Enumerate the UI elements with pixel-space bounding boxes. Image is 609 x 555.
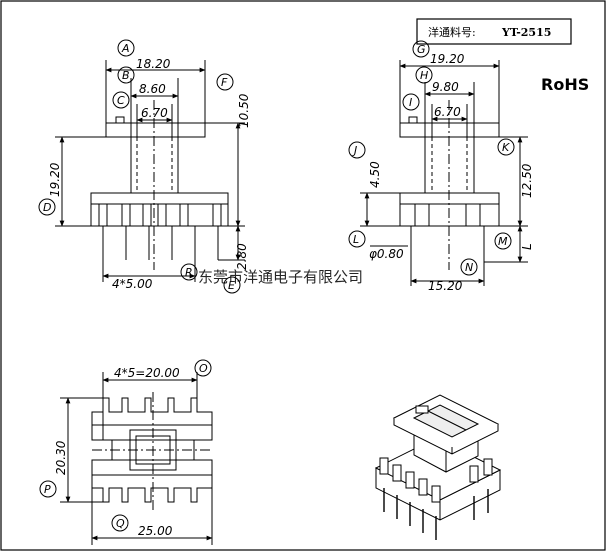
label-H: H [420,69,428,82]
top-view-labels: O P Q 4*5=20.00 20.30 25.00 [44,362,208,538]
dim-B-value: 8.60 [139,82,166,96]
dim-G-value: 19.20 [430,52,465,66]
label-A: A [121,42,130,55]
dim-I-value: 6.70 [434,105,461,119]
dim-O-value: 4*5=20.00 [114,366,180,380]
label-N: N [465,261,473,274]
label-Q: Q [116,517,125,530]
rohs-label: RoHS [541,75,589,94]
label-M: M [498,235,508,248]
label-G: G [417,43,426,56]
label-B: B [122,69,130,82]
top-view [39,359,213,545]
dim-F-value: 10.50 [237,93,251,128]
label-R: R [185,266,193,279]
label-D: D [43,201,51,214]
side-view [348,40,528,286]
label-P: P [44,483,51,496]
label-K: K [502,141,510,154]
label-I: I [409,96,412,109]
part-number: YT-2515 [501,26,551,39]
company-watermark: 东莞市洋通电子有限公司 [198,268,363,286]
label-J: J [352,144,357,157]
dim-E-value: 2.80 [235,243,249,270]
title-box-label: 洋通料号: [428,25,476,39]
dim-Q-value: 25.00 [138,524,173,538]
dim-L-value: φ0.80 [369,247,404,261]
side-view-labels: G H I J K L M N 19.20 9.80 6.70 4.50 12.… [352,43,534,293]
front-view [38,39,245,294]
label-E: E [228,279,235,292]
dim-A-value: 18.20 [136,57,171,71]
dim-D-value: 19.20 [48,162,62,197]
label-L: L [353,233,359,246]
pitch-value: 4*5.00 [112,277,153,291]
dim-J-value: 4.50 [368,161,382,188]
label-F: F [221,76,228,89]
title-box: 洋通料号: YT-2515 [416,18,572,45]
dim-M-value: L [520,243,534,250]
dim-P-value: 20.30 [54,440,68,475]
label-C: C [117,94,125,107]
dim-K-value: 12.50 [520,163,534,198]
label-O: O [199,362,208,375]
dim-N-value: 15.20 [428,279,463,293]
front-view-labels: A B C D F E R 18.20 8.60 6.70 19.20 10.5… [43,42,251,292]
isometric-view [374,394,502,540]
dim-H-value: 9.80 [432,80,459,94]
dim-C-value: 6.70 [141,106,168,120]
